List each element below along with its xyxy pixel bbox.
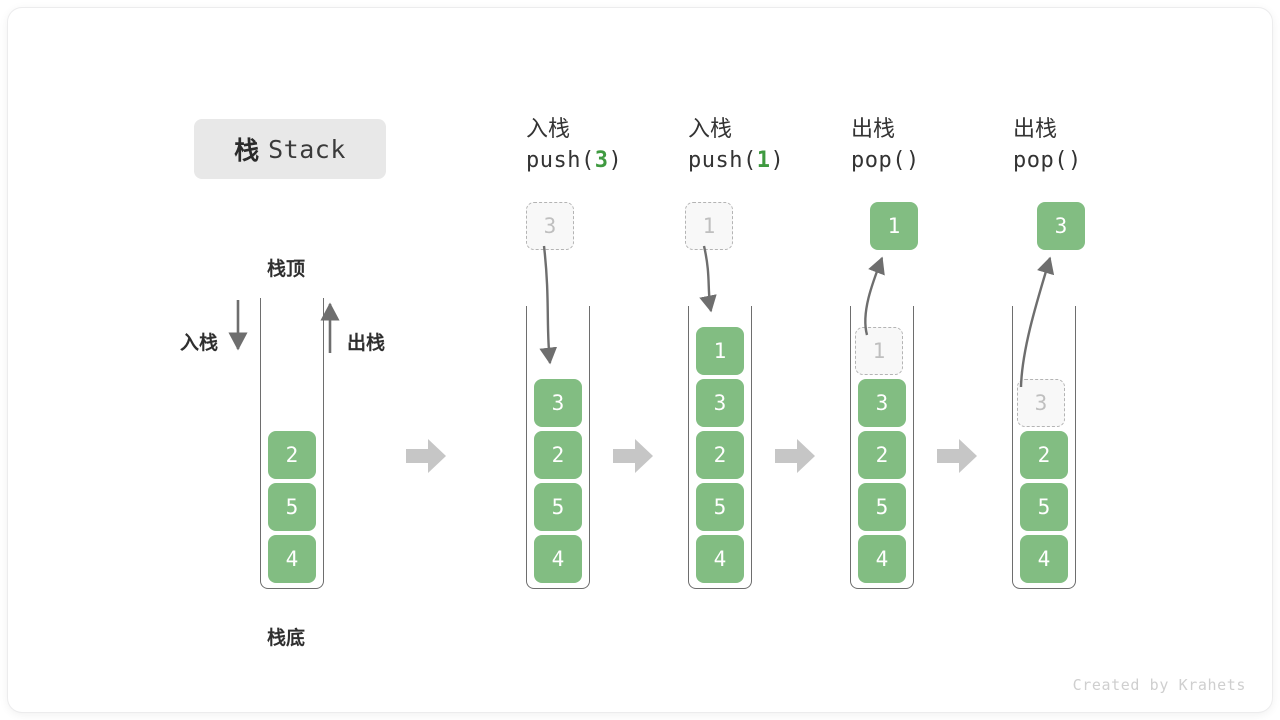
- step-op-label: 出栈: [851, 116, 896, 141]
- stack-element: 5: [696, 483, 744, 531]
- stack-element: 4: [858, 535, 906, 583]
- stack-element: 3: [534, 379, 582, 427]
- step-fn-label: push(3): [526, 148, 623, 173]
- stack-top-label: 栈顶: [267, 259, 306, 280]
- transition-arrow-icon: [613, 439, 653, 473]
- diagram-canvas: 栈 Stack 栈顶 栈底 入栈 出栈 入栈 push(3) 入栈 push(1…: [8, 8, 1272, 712]
- stack-element: 3: [858, 379, 906, 427]
- step-fn-label: push(1): [688, 148, 785, 173]
- stack-element: 5: [858, 483, 906, 531]
- floating-element-push-3: 3: [526, 202, 574, 250]
- stack-container-initial: [260, 298, 324, 589]
- title-badge: 栈 Stack: [194, 119, 386, 179]
- stack-element: 2: [268, 431, 316, 479]
- stack-element: 1: [696, 327, 744, 375]
- stack-element: 3: [1017, 379, 1065, 427]
- transition-arrow-icon: [406, 439, 446, 473]
- stack-container-pop-1: [850, 306, 914, 589]
- stack-bottom-label: 栈底: [267, 628, 306, 649]
- stack-container-push-3: [526, 306, 590, 589]
- stack-element: 2: [1020, 431, 1068, 479]
- stack-element: 5: [268, 483, 316, 531]
- stack-element: 2: [858, 431, 906, 479]
- pop-direction-label: 出栈: [347, 333, 386, 354]
- step-header-pop-3: 出栈 pop(): [1013, 114, 1082, 178]
- stack-element: 5: [534, 483, 582, 531]
- stack-element: 2: [696, 431, 744, 479]
- stack-element: 4: [268, 535, 316, 583]
- step-op-label: 入栈: [526, 116, 571, 141]
- transition-arrow-icon: [775, 439, 815, 473]
- floating-element-push-1: 1: [685, 202, 733, 250]
- stack-element: 4: [534, 535, 582, 583]
- step-fn-label: pop(): [851, 148, 920, 173]
- push-direction-label: 入栈: [180, 333, 219, 354]
- stack-element: 1: [855, 327, 903, 375]
- step-header-push-3: 入栈 push(3): [526, 114, 622, 178]
- arrow-overlay: [228, 245, 1055, 388]
- stack-element: 3: [696, 379, 744, 427]
- stack-element: 4: [1020, 535, 1068, 583]
- step-op-label: 入栈: [688, 116, 733, 141]
- title-cn: 栈: [234, 137, 260, 165]
- title-en: Stack: [268, 134, 346, 164]
- stack-element: 2: [534, 431, 582, 479]
- transition-arrow-icon: [937, 439, 977, 473]
- step-op-label: 出栈: [1013, 116, 1058, 141]
- step-header-push-1: 入栈 push(1): [688, 114, 784, 178]
- step-header-pop-1: 出栈 pop(): [851, 114, 920, 178]
- stack-container-pop-3: [1012, 306, 1076, 589]
- push-1-motion-arrow: [699, 245, 717, 313]
- stack-element: 5: [1020, 483, 1068, 531]
- stack-element: 4: [696, 535, 744, 583]
- step-fn-label: pop(): [1013, 148, 1082, 173]
- floating-element-pop-3: 3: [1037, 202, 1085, 250]
- floating-element-pop-1: 1: [870, 202, 918, 250]
- stack-container-push-1: [688, 306, 752, 589]
- credit-text: Created by Krahets: [1072, 676, 1246, 694]
